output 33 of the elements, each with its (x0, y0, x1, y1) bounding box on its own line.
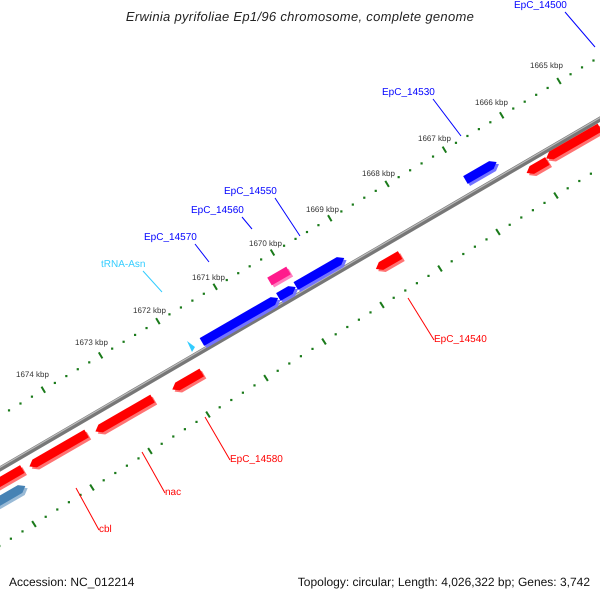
leader-line (76, 488, 100, 530)
scale-label: 1673 kbp (75, 338, 108, 348)
leader-line (204, 416, 230, 460)
leader-line (274, 198, 300, 236)
leader-line (408, 298, 434, 340)
scale-label: 1670 kbp (249, 239, 282, 249)
gene-label: tRNA-Asn (101, 259, 146, 271)
gene-label: nac (165, 487, 182, 499)
gene-label: EpC_14500 (514, 0, 567, 12)
gene-label: EpC_14530 (382, 87, 435, 99)
scale-label: 1671 kbp (192, 273, 225, 283)
leader-line (194, 244, 210, 262)
footer-text: Topology: circular; Length: 4,026,322 bp; Genes: 3,742 (298, 575, 590, 589)
scale-label: 1672 kbp (133, 306, 166, 316)
diagram-title: Erwinia pyrifoliae Ep1/96 chromosome, complete genome (126, 9, 474, 24)
scale-label: 1667 kbp (418, 134, 451, 144)
scale-label: 1666 kbp (475, 98, 508, 108)
scale-label: 1674 kbp (16, 370, 49, 380)
gene-label: EpC_14550 (224, 186, 277, 198)
gene-label: cbl (99, 524, 112, 536)
scale-label: 1669 kbp (306, 205, 339, 215)
leader-line (432, 98, 462, 136)
footer-text: Accession: NC_012214 (9, 575, 134, 589)
scale-label: 1665 kbp (530, 61, 563, 71)
leader-line (564, 12, 596, 48)
leader-line (242, 216, 252, 230)
gene-label: EpC_14580 (230, 454, 283, 466)
gene-label: EpC_14540 (434, 334, 487, 346)
leader-line (142, 452, 166, 494)
scale-label: 1668 kbp (362, 169, 395, 179)
leader-line (142, 270, 162, 292)
gene-label: EpC_14560 (191, 205, 244, 217)
gene-label: EpC_14570 (144, 232, 197, 244)
